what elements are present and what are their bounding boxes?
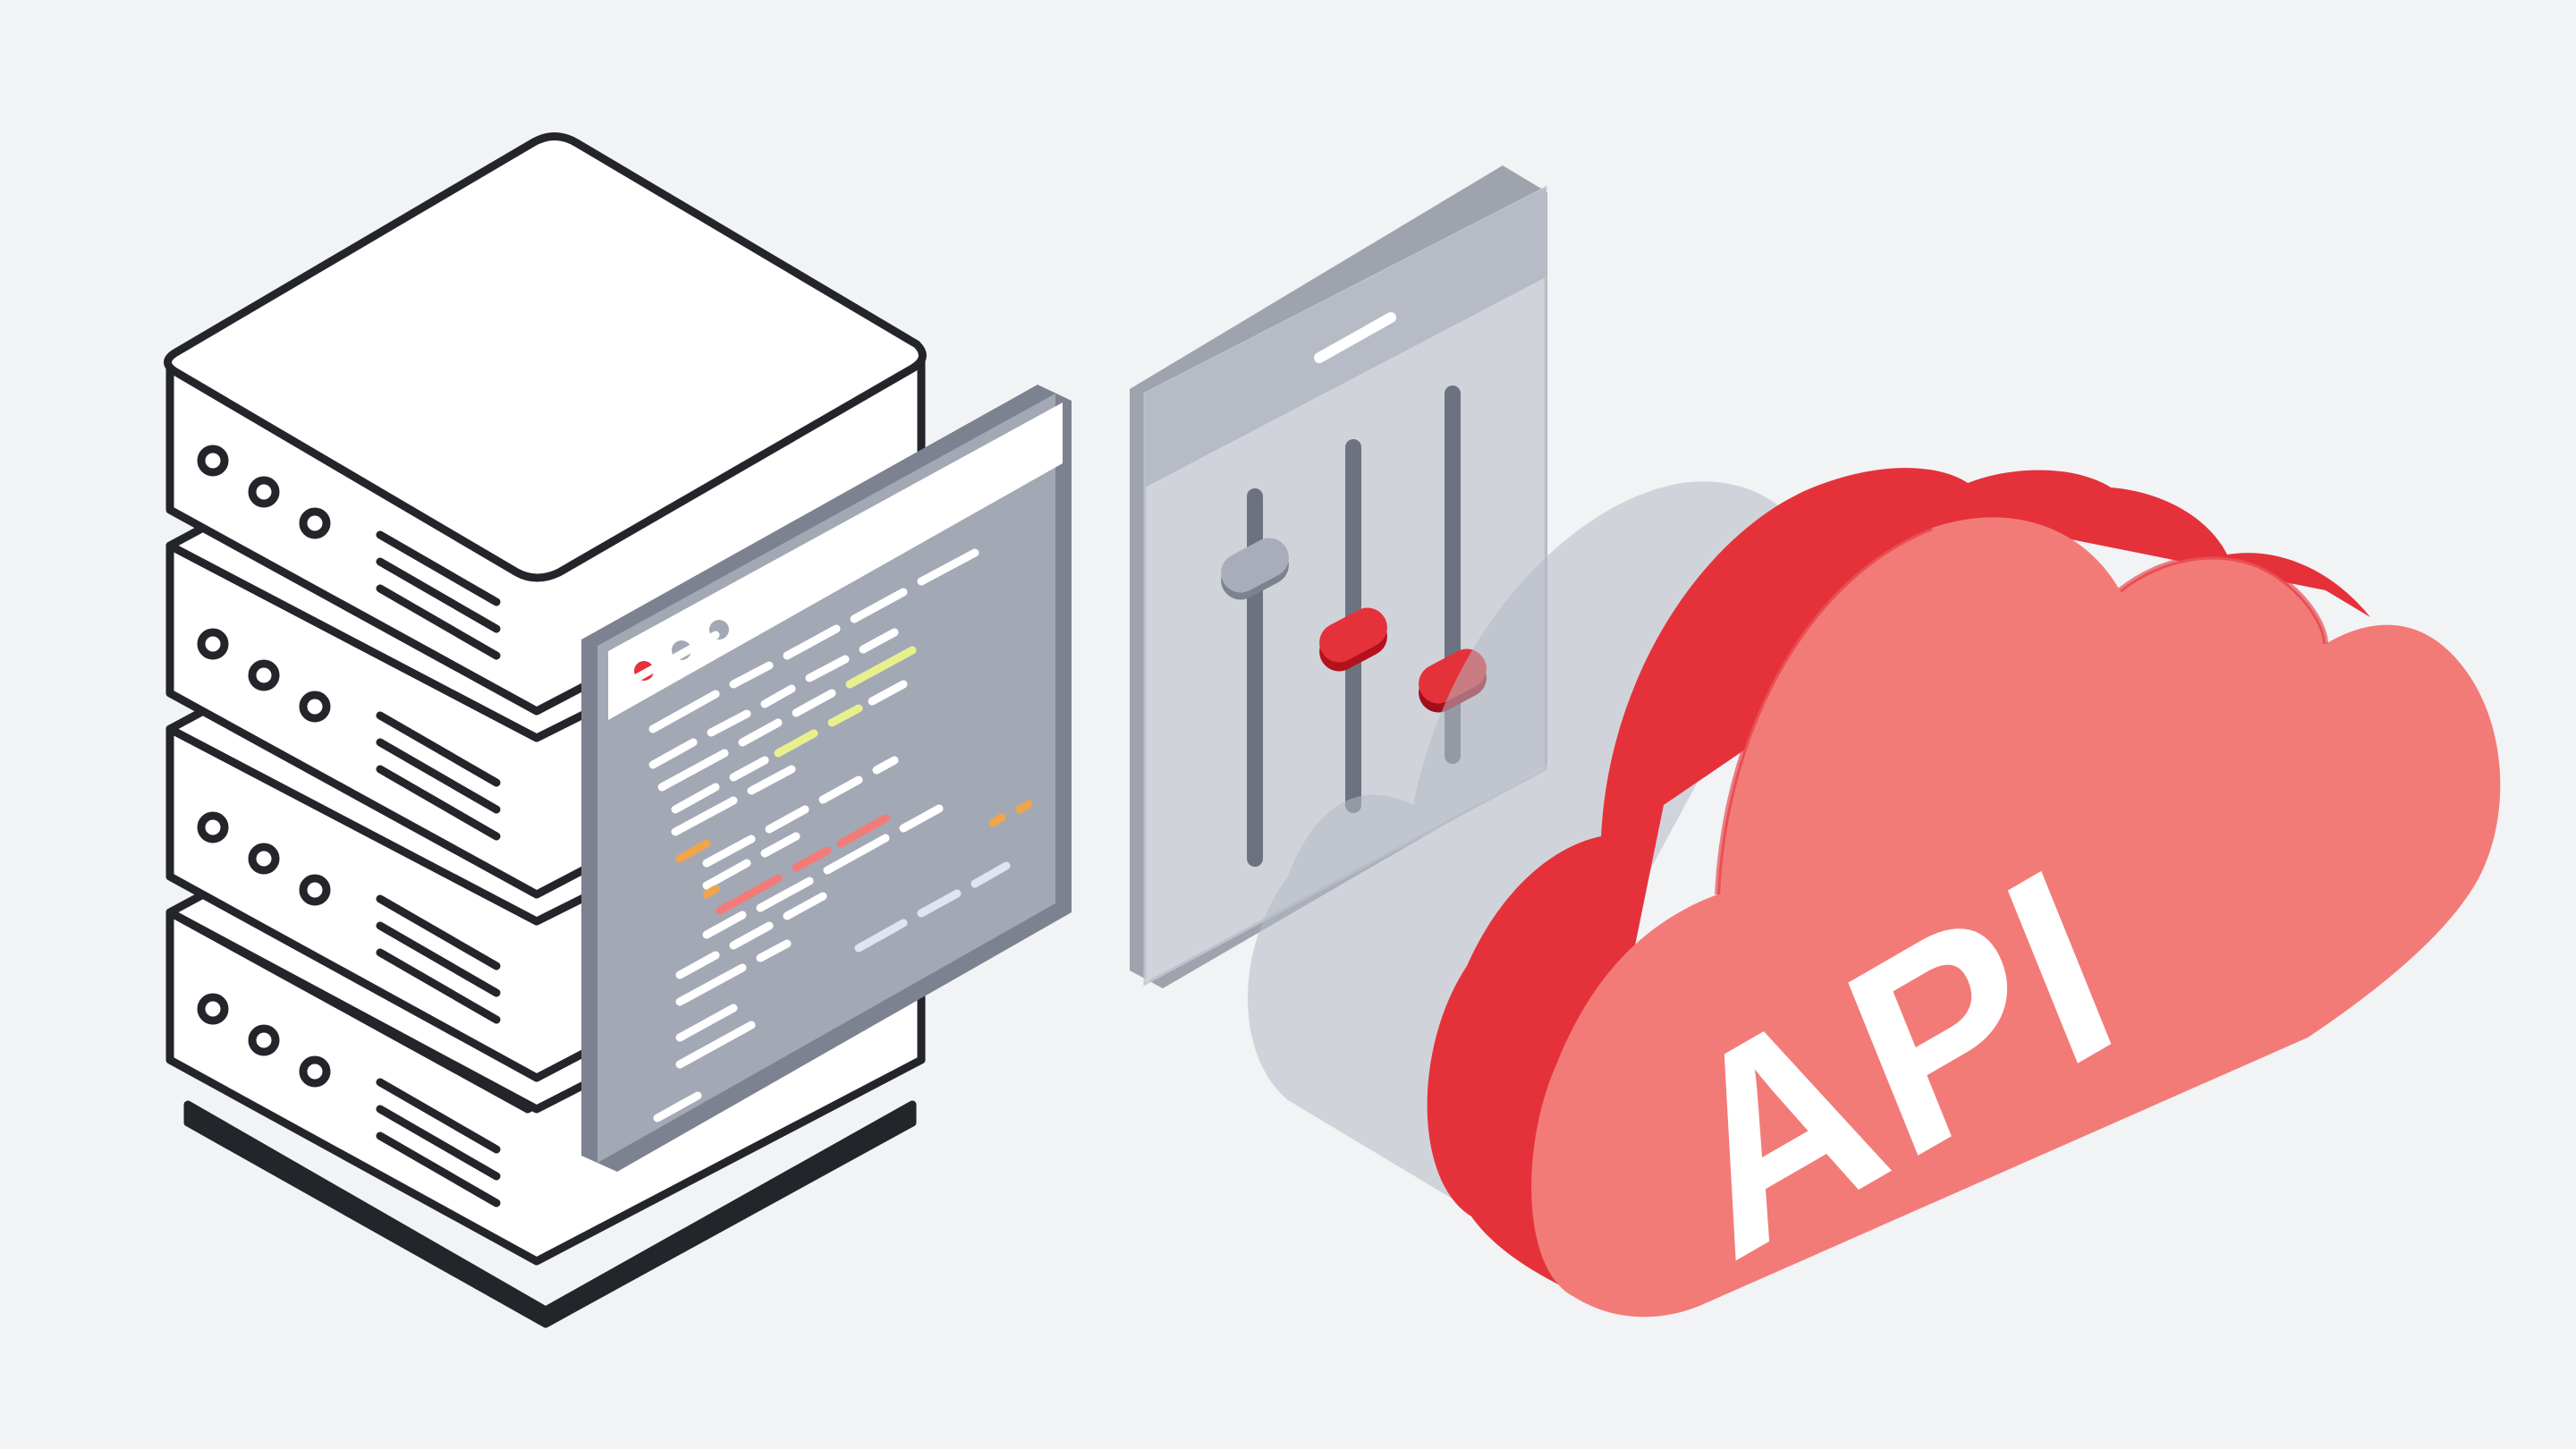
code-window-face <box>597 394 1055 1163</box>
slider-knob-2[interactable] <box>1312 601 1394 678</box>
code-window-titlebar <box>608 402 1063 720</box>
server-led <box>299 1055 331 1088</box>
server-led <box>197 993 229 1025</box>
cloud-icon: API <box>1427 468 2501 1318</box>
slider-knob-1[interactable] <box>1214 531 1295 606</box>
server-vent <box>376 711 501 841</box>
server-led <box>197 445 229 477</box>
server-vent <box>376 1078 501 1208</box>
code-lines <box>613 543 1033 1123</box>
server-led <box>248 1024 280 1056</box>
server-led <box>299 507 331 539</box>
server-led <box>248 659 280 691</box>
server-base <box>183 1100 917 1328</box>
server-led <box>197 811 229 843</box>
server-vent <box>376 894 501 1024</box>
panel-handle <box>1314 312 1396 363</box>
cloud-face <box>1531 517 2501 1318</box>
code-editor-window-icon <box>581 385 1072 1172</box>
server-led <box>248 476 280 508</box>
server-led <box>197 628 229 660</box>
server-vent <box>376 530 501 660</box>
server-led <box>248 843 280 875</box>
cloud-side <box>1427 468 2370 1288</box>
server-led <box>299 691 331 723</box>
server-led <box>299 874 331 906</box>
server-top-face <box>164 132 927 582</box>
